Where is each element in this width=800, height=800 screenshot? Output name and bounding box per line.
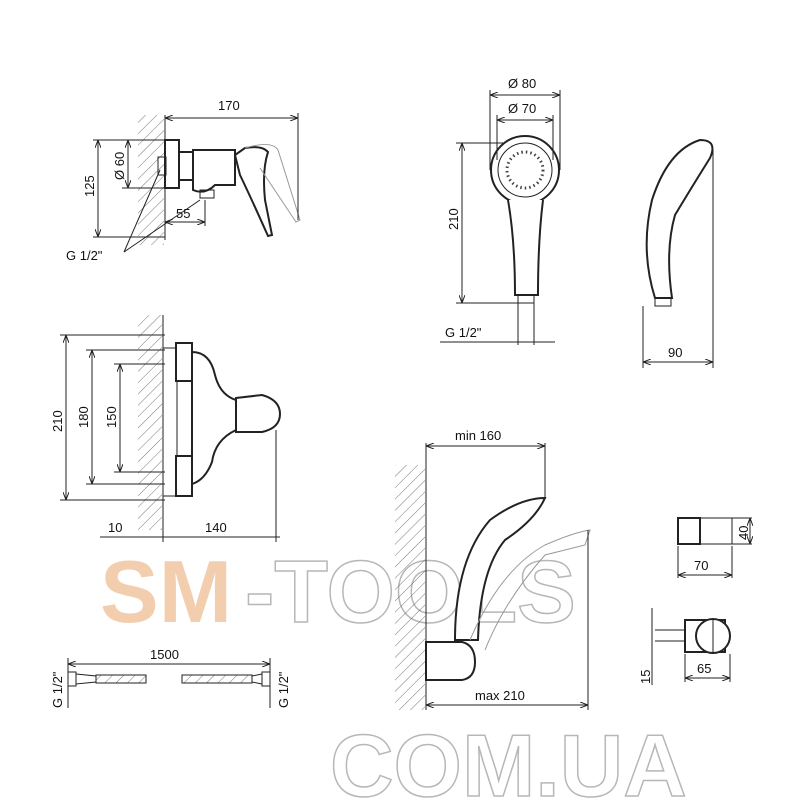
dim-shower-d70: Ø 70: [508, 101, 536, 116]
dim-bracket-height: 40: [736, 526, 751, 540]
dim-shower-side-depth: 90: [668, 345, 682, 360]
mixer-side-view: 170 125 Ø 60 55 G 1/2": [66, 98, 301, 263]
label-hose-thread-left: G 1/2": [50, 671, 65, 708]
dim-shower-length: 210: [446, 208, 461, 230]
bracket-views: 40 70 15 65: [638, 517, 752, 685]
hand-shower-side: 90: [642, 138, 714, 368]
dim-bracket-length: 70: [694, 558, 708, 573]
mixer-front-view: 210 180 150 10 140: [50, 315, 282, 542]
dim-bracket-depth: 65: [697, 661, 711, 676]
dim-front-210: 210: [50, 410, 65, 432]
dim-holder-max: max 210: [475, 688, 525, 703]
dim-hose-length: 1500: [150, 647, 179, 662]
dim-shower-d80: Ø 80: [508, 76, 536, 91]
hose-view: 1500 G 1/2" G 1/2": [50, 647, 291, 708]
watermark-brand: SM: [100, 542, 232, 641]
hand-shower-front: Ø 80 Ø 70 210 G 1/2": [440, 76, 561, 345]
dim-mixer-outlet: 55: [176, 206, 190, 221]
watermark: SM -TOOLS COM.UA: [100, 541, 688, 800]
shower-holder-view: min 160 max 210: [395, 428, 591, 710]
dim-holder-min: min 160: [455, 428, 501, 443]
label-hose-thread-right: G 1/2": [276, 671, 291, 708]
dim-bracket-mount: 15: [638, 670, 653, 684]
dim-mixer-diameter: Ø 60: [112, 152, 127, 180]
dim-front-180: 180: [76, 406, 91, 428]
label-mixer-thread: G 1/2": [66, 248, 103, 263]
dim-mixer-height: 125: [82, 175, 97, 197]
dim-front-depth: 140: [205, 520, 227, 535]
dim-mixer-width: 170: [218, 98, 240, 113]
dim-front-150: 150: [104, 406, 119, 428]
dim-front-offset: 10: [108, 520, 122, 535]
label-shower-thread: G 1/2": [445, 325, 482, 340]
watermark-domain: COM.UA: [330, 716, 687, 800]
